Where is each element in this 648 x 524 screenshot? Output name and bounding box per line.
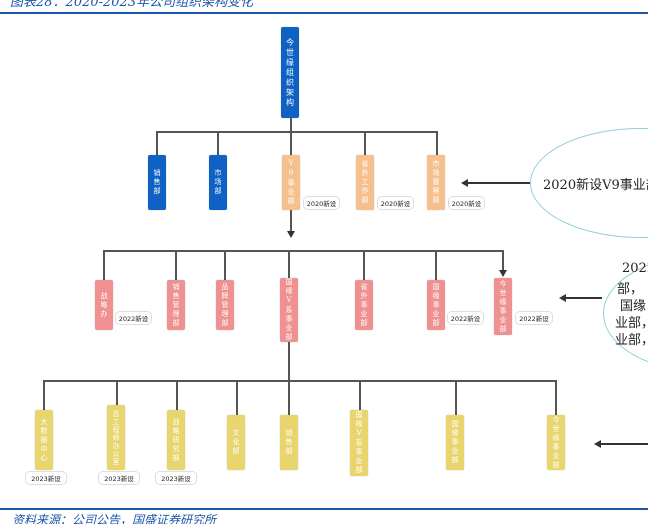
connector	[359, 380, 361, 410]
node-jinshiyuan-2023: 今世缘事业部	[547, 415, 565, 470]
tag-new: 2023新设	[155, 471, 197, 485]
connector	[455, 380, 457, 415]
callout-2022-line: 业部，	[615, 333, 648, 348]
connector	[290, 131, 292, 155]
tag-new: 2022新设	[115, 311, 152, 325]
tag-new: 2022新设	[515, 311, 553, 325]
node-outprovince-work: 省外工作部	[356, 155, 374, 210]
connector	[364, 131, 366, 155]
callout-2022-line: 业部，	[615, 316, 648, 331]
node-market: 市场部	[209, 155, 227, 210]
connector	[103, 250, 105, 280]
connector	[156, 131, 158, 155]
connector	[363, 250, 365, 280]
node-strategy-research: 战略研究部	[167, 410, 185, 470]
tag-new: 2020新设	[303, 196, 340, 210]
connector	[43, 380, 45, 410]
node-guoyuan-2023: 国缘事业部	[446, 415, 464, 470]
arrow-down-icon	[499, 270, 507, 277]
connector	[436, 131, 438, 155]
connector	[43, 380, 557, 382]
top-rule	[0, 12, 648, 14]
connector	[555, 380, 557, 415]
tag-new: 2023新设	[98, 471, 140, 485]
connector	[103, 250, 503, 252]
connector	[217, 131, 219, 155]
bottom-rule	[0, 508, 648, 510]
tag-new: 2022新设	[447, 311, 484, 325]
node-jinshiyuan: 今世缘事业部	[494, 278, 512, 335]
tag-new: 2020新设	[377, 196, 414, 210]
connector	[290, 210, 292, 232]
node-strategy-office: 战略办	[95, 280, 113, 330]
figure-title: 图表28：2020-2023年公司组织架构变化	[10, 0, 254, 10]
node-culture: 文化部	[227, 415, 245, 470]
node-guoyuan-v-2023: 国缘V系事业部	[350, 410, 368, 476]
connector	[288, 250, 290, 278]
connector	[175, 250, 177, 280]
callout-2022-line: 国缘	[620, 299, 647, 314]
node-brand-mgmt: 品牌管理部	[216, 280, 234, 330]
arrow-down-icon	[287, 231, 295, 238]
source-note: 资料来源：公司公告，国盛证券研究所	[12, 513, 217, 524]
node-chief-engineer-office: 总工程师办公室	[107, 405, 125, 470]
node-sales-mgmt: 销售管理部	[167, 280, 185, 330]
arrow-left-icon	[559, 294, 602, 301]
node-bigdata: 大数据中心	[35, 410, 53, 470]
tag-new: 2020新设	[448, 196, 485, 210]
callout-2020-text: 2020新设V9事业部	[543, 178, 648, 193]
callout-2022-line: 2022	[622, 261, 648, 276]
callout-2022-line: 部，	[617, 282, 644, 297]
connector	[156, 131, 437, 133]
connector	[435, 250, 437, 280]
connector	[176, 380, 178, 410]
connector	[288, 380, 290, 415]
node-sales: 销售部	[148, 155, 166, 210]
tag-new: 2023新设	[25, 471, 67, 485]
arrow-left-icon	[461, 179, 530, 186]
connector	[116, 380, 118, 405]
node-guoyuan-v: 国缘V系事业部	[280, 278, 298, 342]
node-market-supervision: 市场督察部	[427, 155, 445, 210]
node-sales-2023: 销售部	[280, 415, 298, 470]
node-v9: V9事业部	[282, 155, 300, 210]
connector	[236, 380, 238, 415]
connector	[224, 250, 226, 280]
connector	[288, 342, 290, 380]
root-node: 今世缘组织架构	[281, 27, 299, 118]
connector	[290, 118, 292, 131]
arrow-left-icon	[594, 440, 648, 447]
connector	[502, 250, 504, 271]
node-outprovince: 省外事业部	[355, 280, 373, 330]
node-guoyuan: 国缘事业部	[427, 280, 445, 330]
